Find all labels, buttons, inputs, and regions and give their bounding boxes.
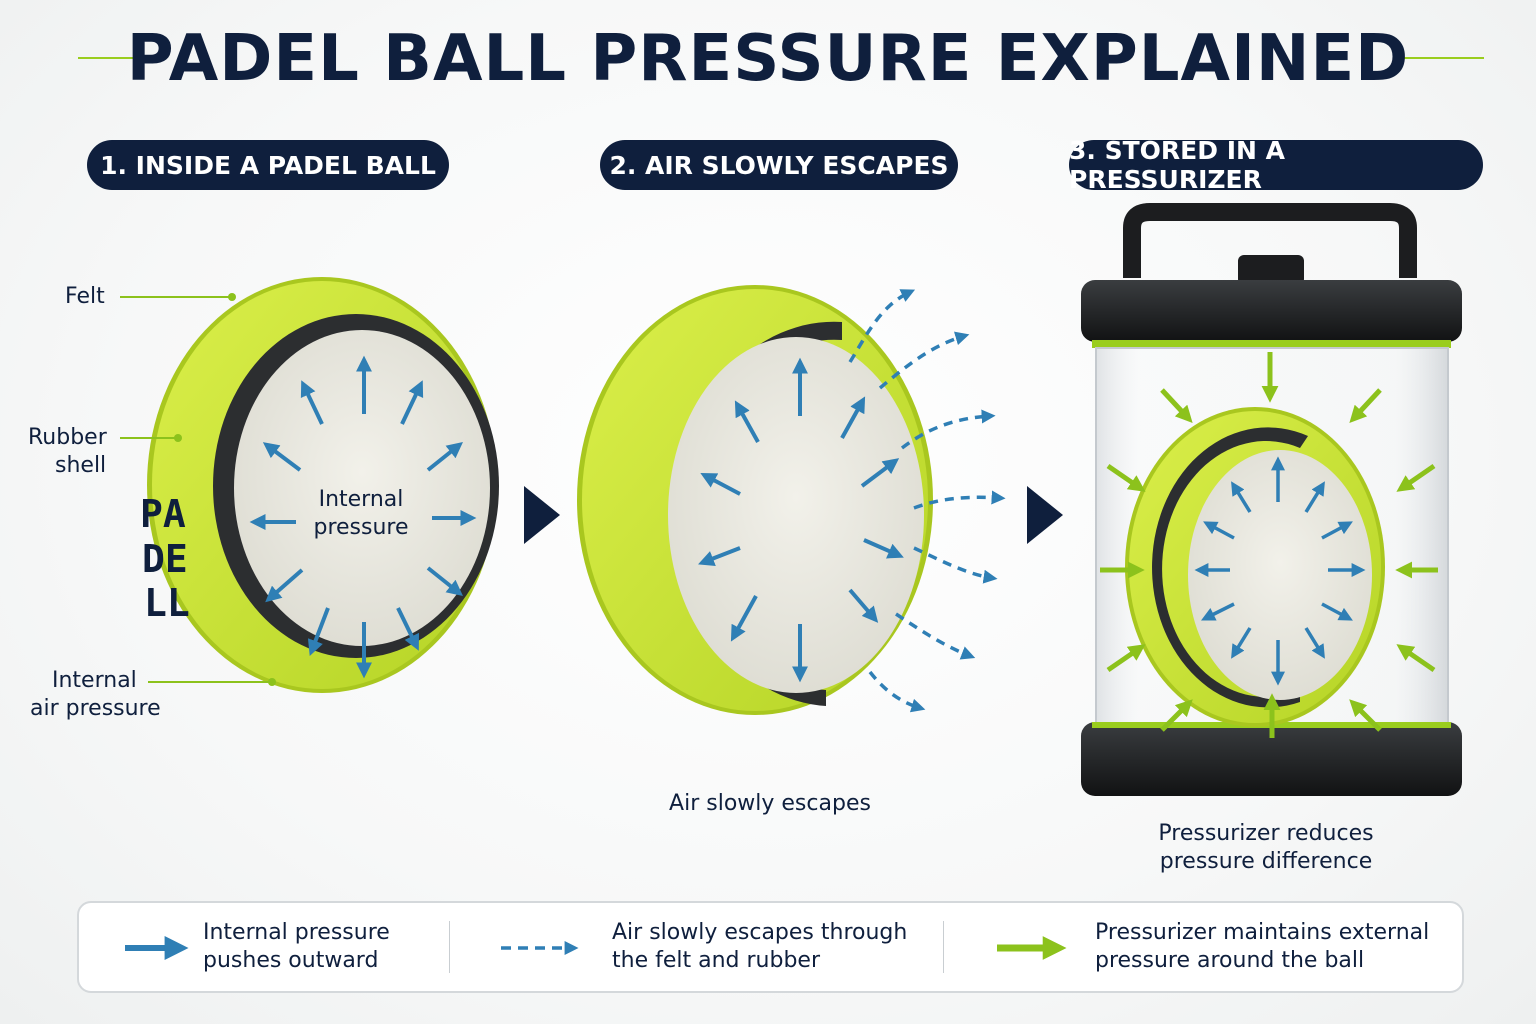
legend-item-1-text-2: pushes outward xyxy=(203,948,379,973)
page-title: PADEL BALL PRESSURE EXPLAINED xyxy=(126,22,1410,96)
internal-pressure-arrows xyxy=(249,355,477,679)
legend-divider-1 xyxy=(449,921,450,973)
center-pressure-label-2: pressure xyxy=(313,515,409,540)
panel-3-caption-2: pressure difference xyxy=(1159,849,1373,874)
brand-text-2: DE xyxy=(142,537,188,581)
inner-chamber xyxy=(234,330,490,646)
pump-knob xyxy=(1238,255,1304,285)
title-rule-left xyxy=(78,57,158,59)
internal-air-pressure-label-1: Internal xyxy=(52,668,137,693)
callout-leaders xyxy=(120,293,276,686)
legend-item-2-text-2: the felt and rubber xyxy=(612,948,820,973)
stored-ball-inner-arrows xyxy=(1194,456,1366,686)
legend-item-3-text-2: pressure around the ball xyxy=(1095,948,1365,973)
brand-text-1: PA xyxy=(140,492,186,536)
stored-ball xyxy=(1125,407,1385,727)
external-pressure-arrows xyxy=(1100,352,1438,738)
panel-3-caption-1: Pressurizer reduces xyxy=(1158,821,1374,846)
rubber-shell-label-1: Rubber xyxy=(28,425,107,450)
leaking-ball xyxy=(577,285,933,715)
panel-2-heading: 2. AIR SLOWLY ESCAPES xyxy=(600,140,958,190)
brand-print: PA DE LL xyxy=(140,492,190,625)
flow-arrow-2-icon xyxy=(1027,486,1063,544)
brand-text-3: LL xyxy=(144,581,190,625)
center-pressure-label-1: Internal xyxy=(318,487,404,512)
legend-item-3-text-1: Pressurizer maintains external xyxy=(1095,920,1430,945)
legend-item-1-text-1: Internal pressure xyxy=(203,920,390,945)
inner-pressure-arrows xyxy=(698,357,904,683)
panel-1-heading: 1. INSIDE A PADEL BALL xyxy=(87,140,449,190)
padel-ball-cross-section xyxy=(147,277,499,693)
canister-handle xyxy=(1123,203,1417,278)
felt-label: Felt xyxy=(65,284,105,309)
title-rule-right xyxy=(1404,57,1484,59)
legend-icons xyxy=(125,936,1067,960)
canister-lid xyxy=(1081,280,1462,342)
rubber-shell-label-2: shell xyxy=(55,453,107,478)
canister-base xyxy=(1081,722,1462,796)
panel-3-heading: 3. STORED IN A PRESSURIZER xyxy=(1069,136,1483,194)
internal-air-pressure-label-2: air pressure xyxy=(30,696,161,721)
panel-2-caption: Air slowly escapes xyxy=(669,791,871,816)
legend: Internal pressure pushes outward Air slo… xyxy=(77,901,1464,993)
escaping-air-arrows xyxy=(848,289,1006,713)
legend-divider-2 xyxy=(943,921,944,973)
flow-arrow-1-icon xyxy=(524,486,560,544)
legend-item-2-text-1: Air slowly escapes through xyxy=(612,920,908,945)
